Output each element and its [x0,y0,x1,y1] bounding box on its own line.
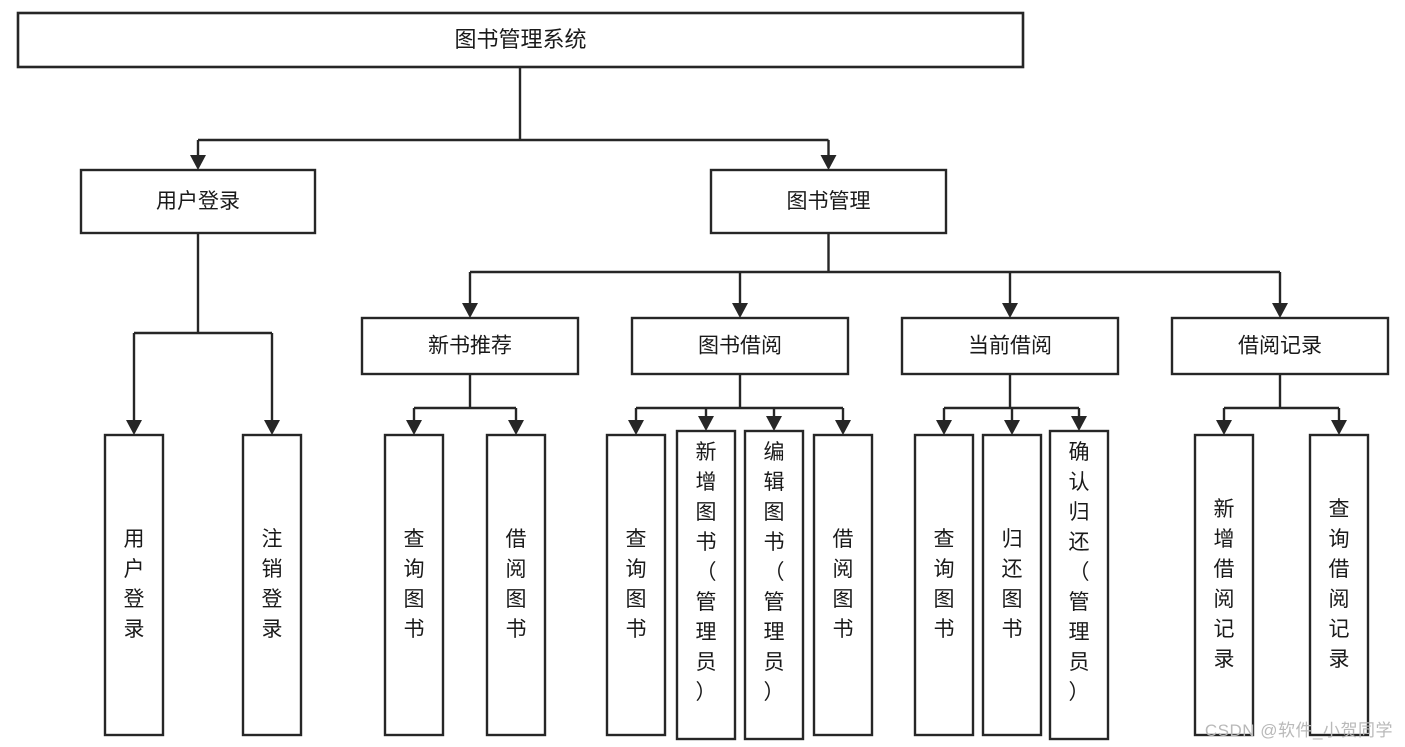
arrow-head [508,420,524,435]
node-label-leaf-edit-book-admin: 编辑图书（管理员） [764,441,785,704]
node-root[interactable]: 图书管理系统 [16,11,1025,69]
node-layer: 图书管理系统用户登录图书管理新书推荐图书借阅当前借阅借阅记录用户登录注销登录查询… [16,11,1390,741]
node-box-leaf-add-borrow-record [1193,433,1255,737]
arrow-head [732,303,748,318]
node-leaf-query-book-borrow[interactable]: 查询图书 [605,433,667,737]
node-leaf-borrow-book[interactable]: 借阅图书 [812,433,874,737]
arrow-head [190,155,206,170]
node-leaf-add-book-admin[interactable]: 新增图书（管理员） [675,429,737,741]
arrow-head [1004,420,1020,435]
arrow-head [698,416,714,431]
arrow-head [1331,420,1347,435]
node-label-leaf-query-book-current: 查询图书 [934,528,955,641]
arrow-head [126,420,142,435]
node-box-leaf-query-book-rec [383,433,445,737]
node-label-leaf-query-book-borrow: 查询图书 [626,528,647,641]
node-current-borrow[interactable]: 当前借阅 [900,316,1120,376]
node-leaf-query-book-rec[interactable]: 查询图书 [383,433,445,737]
node-box-leaf-query-borrow-record [1308,433,1370,737]
node-book-manage[interactable]: 图书管理 [709,168,948,235]
node-box-leaf-user-logout [241,433,303,737]
node-box-borrow-record [1170,316,1390,376]
arrow-head [1272,303,1288,318]
node-label-leaf-add-borrow-record: 新增借阅记录 [1214,498,1235,671]
node-leaf-confirm-return-admin[interactable]: 确认归还（管理员） [1048,429,1110,741]
node-leaf-borrow-book-rec[interactable]: 借阅图书 [485,433,547,737]
node-label-user-login: 用户登录 [156,190,240,213]
node-box-leaf-borrow-book-rec [485,433,547,737]
node-leaf-query-book-current[interactable]: 查询图书 [913,433,975,737]
node-box-leaf-user-login [103,433,165,737]
node-box-leaf-borrow-book [812,433,874,737]
node-box-new-book-rec [360,316,580,376]
node-box-leaf-confirm-return-admin [1048,429,1110,741]
node-box-book-borrow [630,316,850,376]
node-leaf-return-book[interactable]: 归还图书 [981,433,1043,737]
node-box-root [16,11,1025,69]
node-box-current-borrow [900,316,1120,376]
arrow-head [1216,420,1232,435]
node-box-user-login [79,168,317,235]
node-label-leaf-user-logout: 注销登录 [262,528,283,641]
node-label-leaf-query-borrow-record: 查询借阅记录 [1329,498,1350,671]
node-label-leaf-confirm-return-admin: 确认归还（管理员） [1069,441,1090,704]
node-label-leaf-return-book: 归还图书 [1002,528,1023,641]
arrow-head [406,420,422,435]
node-user-login[interactable]: 用户登录 [79,168,317,235]
node-box-leaf-edit-book-admin [743,429,805,741]
node-leaf-user-login[interactable]: 用户登录 [103,433,165,737]
node-label-leaf-add-book-admin: 新增图书（管理员） [696,441,717,704]
node-leaf-query-borrow-record[interactable]: 查询借阅记录 [1308,433,1370,737]
connector-layer [126,67,1347,435]
arrow-head [1002,303,1018,318]
node-box-leaf-query-book-current [913,433,975,737]
node-leaf-user-logout[interactable]: 注销登录 [241,433,303,737]
node-label-borrow-record: 借阅记录 [1238,335,1322,358]
node-leaf-add-borrow-record[interactable]: 新增借阅记录 [1193,433,1255,737]
arrow-head [835,420,851,435]
node-new-book-rec[interactable]: 新书推荐 [360,316,580,376]
node-label-leaf-query-book-rec: 查询图书 [404,528,425,641]
arrow-head [628,420,644,435]
node-label-book-manage: 图书管理 [787,190,871,213]
node-box-leaf-return-book [981,433,1043,737]
node-box-leaf-add-book-admin [675,429,737,741]
node-book-borrow[interactable]: 图书借阅 [630,316,850,376]
node-label-new-book-rec: 新书推荐 [428,335,512,358]
arrow-head [462,303,478,318]
arrow-head [820,155,837,170]
node-label-leaf-borrow-book: 借阅图书 [833,528,854,641]
node-label-leaf-borrow-book-rec: 借阅图书 [506,528,527,641]
node-leaf-edit-book-admin[interactable]: 编辑图书（管理员） [743,429,805,741]
arrow-head [936,420,952,435]
node-label-leaf-user-login: 用户登录 [124,528,145,641]
arrow-head [766,416,782,431]
arrow-head [1071,416,1087,431]
node-borrow-record[interactable]: 借阅记录 [1170,316,1390,376]
arrow-head [264,420,280,435]
node-box-book-manage [709,168,948,235]
node-label-book-borrow: 图书借阅 [698,335,782,358]
node-box-leaf-query-book-borrow [605,433,667,737]
node-label-current-borrow: 当前借阅 [968,335,1052,358]
node-label-root: 图书管理系统 [454,27,586,52]
